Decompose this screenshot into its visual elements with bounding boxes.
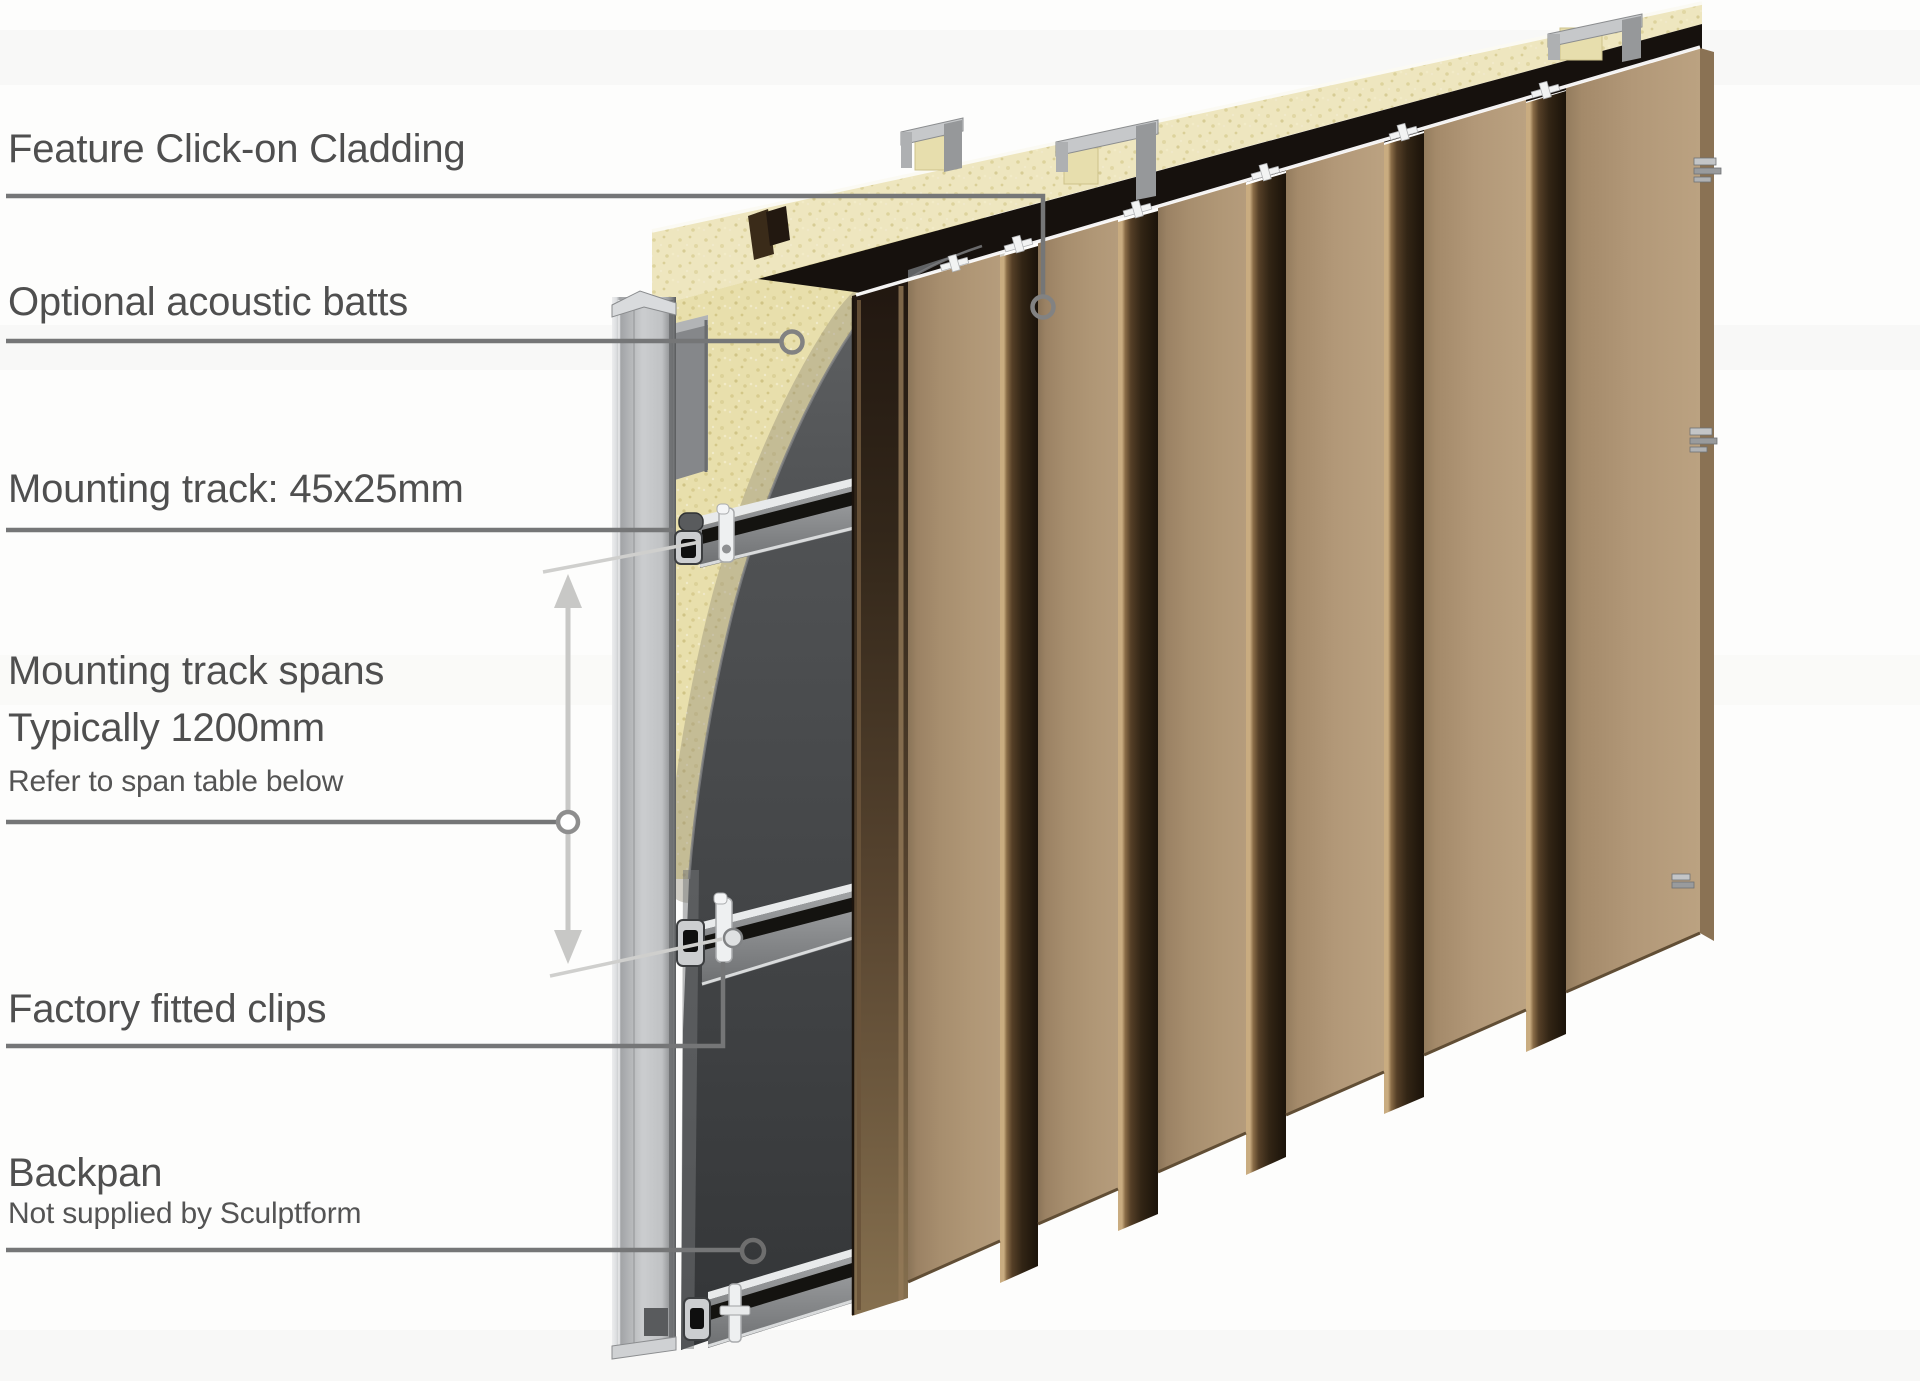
span-arrow [542, 540, 723, 978]
stud-top-cap [611, 290, 677, 318]
callout-marker-feature-icon [1030, 294, 1056, 320]
cladding-right-side [1700, 48, 1714, 941]
cladding-fin [1000, 246, 1038, 1283]
top-hat-bracket-3 [1547, 13, 1643, 62]
top-track-angle-inner [766, 206, 790, 246]
mounting-tracks [674, 476, 867, 1348]
background-band [0, 1330, 1920, 1381]
cladding-fin [1526, 91, 1566, 1052]
label-track-spans-line3: Refer to span table below [8, 765, 344, 798]
cladding-panel [1038, 218, 1118, 1224]
factory-clip-middle [713, 892, 744, 963]
top-hat-bracket-2 [1055, 119, 1159, 200]
label-track-spans-line1: Mounting track spans [8, 649, 385, 693]
label-track-spans-line2: Typically 1200mm [8, 706, 325, 750]
wall-stud [611, 290, 677, 1360]
batt-top-speckle [652, 3, 1702, 307]
track-end-right-middle [1689, 427, 1718, 453]
leader-feature-cladding [6, 193, 1046, 296]
mounting-track-middle [676, 880, 867, 986]
label-feature-cladding: Feature Click-on Cladding [8, 127, 466, 171]
cladding-panel [908, 253, 1000, 1282]
label-acoustic-batts: Optional acoustic batts [8, 280, 409, 324]
track-top-face [708, 1246, 862, 1300]
cladding-fin [1384, 133, 1424, 1114]
stud-bottom-notch [644, 1308, 668, 1336]
track-end-gasket [678, 512, 704, 532]
span-arrow-head-up [554, 574, 582, 608]
track-end-right-bottom [1671, 873, 1695, 889]
factory-clip-bottom [719, 1283, 751, 1343]
cladding-fin [1118, 211, 1158, 1231]
batt-top-edge-highlight [651, 1, 1703, 233]
leader-lines [6, 193, 1046, 1253]
panel-bottom-edges [907, 931, 1701, 1284]
track-slot [702, 489, 862, 544]
backpan-return-top [668, 315, 708, 335]
callout-marker-spans-icon [555, 809, 581, 835]
callout-marker-acoustic-icon [779, 329, 805, 355]
cladding-panel [1566, 48, 1700, 992]
span-arrow-head-down [554, 930, 582, 964]
label-backpan-line2: Not supplied by Sculptform [8, 1197, 362, 1230]
backpan-left-sheen [681, 870, 699, 1349]
factory-clip-upper [716, 503, 735, 563]
batt-front-speckle [652, 217, 985, 879]
track-top-face [702, 880, 866, 930]
backpan-return-flange [668, 323, 708, 482]
leader-factory-clips [6, 962, 726, 1049]
label-backpan-line1: Backpan [8, 1151, 163, 1195]
cladding-fin [1246, 173, 1286, 1175]
track-top-face [700, 476, 862, 526]
top-edge-clips [939, 80, 1561, 273]
mounting-track-upper [674, 476, 863, 568]
cladding-fins [1000, 91, 1566, 1283]
mounting-track-bottom [683, 1246, 863, 1348]
click-on-cladding [851, 13, 1722, 1316]
cladding-panel [1158, 181, 1246, 1172]
annotations [6, 193, 1056, 1265]
top-track-end [748, 206, 790, 260]
cladding-panel [1424, 99, 1526, 1055]
track-slot [710, 1260, 862, 1320]
track-slot [704, 894, 866, 950]
span-extension-line-bottom [549, 937, 723, 978]
top-hat-bracket-1 [900, 117, 964, 172]
stud-bottom-face [611, 1336, 677, 1360]
label-factory-clips: Factory fitted clips [8, 987, 327, 1031]
cladding-panel [1286, 141, 1384, 1115]
track-end-right-upper [1693, 157, 1722, 183]
shadow-gap-band [758, 24, 1702, 293]
callout-marker-backpan-icon [739, 1237, 767, 1265]
cladding-left-return [852, 280, 908, 1316]
track-end-channel [690, 1308, 704, 1329]
span-extension-line-top [542, 540, 701, 574]
track-bottom-lip [701, 932, 867, 986]
track-end-channel [683, 930, 698, 952]
label-mounting-track: Mounting track: 45x25mm [8, 467, 464, 511]
stud-body [612, 297, 676, 1348]
